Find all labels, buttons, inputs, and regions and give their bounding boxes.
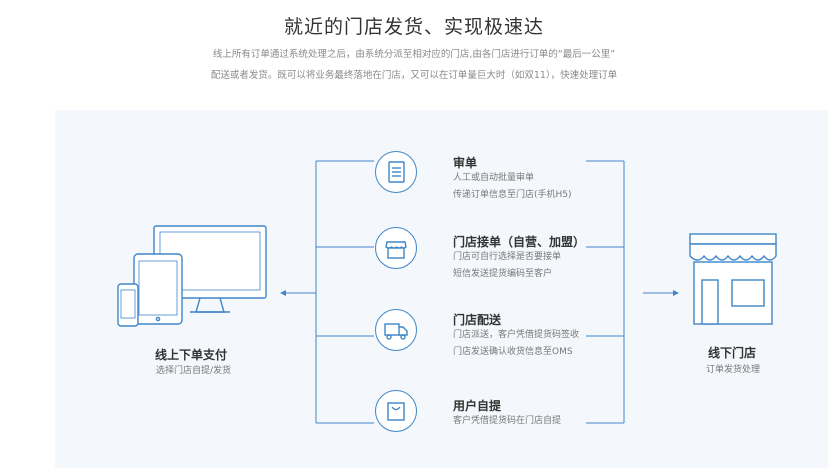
delivery-truck-icon xyxy=(375,309,417,351)
step-desc-review-2: 传递订单信息至门店(手机H5) xyxy=(453,190,572,200)
offline-store-title: 线下门店 xyxy=(708,346,757,360)
offline-store-subtitle: 订单发货处理 xyxy=(706,365,761,375)
devices-illustration xyxy=(117,225,267,327)
step-desc-store-delivery-2: 门店发送确认收货信息至OMS xyxy=(453,347,573,357)
step-desc-store-accept-1: 门店可自行选择是否要接单 xyxy=(453,252,562,262)
step-desc-review-1: 人工或自动批量审单 xyxy=(453,173,535,183)
page-title: 就近的门店发货、实现极速达 xyxy=(283,16,544,38)
online-order-subtitle: 选择门店自提/发货 xyxy=(156,366,232,376)
shopping-bag-icon xyxy=(375,390,417,432)
step-desc-store-delivery-1: 门店派送，客户凭借提货码签收 xyxy=(453,330,580,340)
step-title-review: 审单 xyxy=(453,156,478,170)
document-icon xyxy=(375,151,417,193)
step-title-store-accept: 门店接单（自营、加盟） xyxy=(453,235,586,249)
step-title-self-pickup: 用户自提 xyxy=(453,399,502,413)
step-desc-store-accept-2: 短信发送提货编码至客户 xyxy=(453,269,553,279)
store-illustration xyxy=(689,233,777,325)
step-title-store-delivery: 门店配送 xyxy=(453,313,502,327)
online-order-title: 线上下单支付 xyxy=(155,348,228,362)
step-desc-self-pickup-1: 客户凭借提货码在门店自提 xyxy=(453,416,562,426)
intro-text-line-1: 线上所有订单通过系统处理之后，由系统分派至相对应的门店,由各门店进行订单的“最后… xyxy=(212,49,616,60)
intro-text-line-2: 配送或者发货。既可以将业务最终落地在门店，又可以在订单量巨大时（如双11），快速… xyxy=(210,70,618,81)
storefront-icon xyxy=(375,227,417,269)
